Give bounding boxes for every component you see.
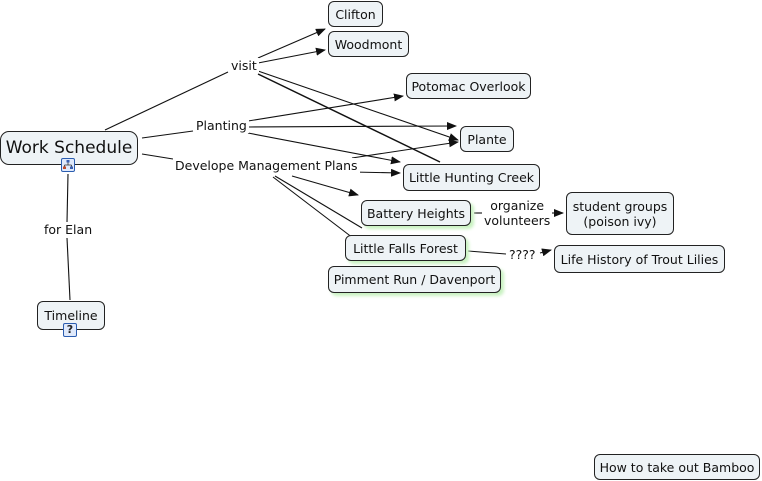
link-develop-little-falls [274,175,363,229]
concept-how-to-take-out-bamboo[interactable]: How to take out Bamboo [594,454,760,480]
concept-woodmont[interactable]: Woodmont [328,31,409,57]
link-develop-little-hunting [351,168,401,177]
concept-battery-heights[interactable]: Battery Heights [361,200,471,226]
linking-phrase-planting[interactable]: Planting [194,118,249,133]
concept-label: Work Schedule [5,137,133,158]
concept-label: Little Falls Forest [353,240,458,256]
concept-label: Plante [467,131,507,147]
link-for-elan-timeline [66,237,71,301]
concept-plante[interactable]: Plante [460,126,514,152]
concept-label: Battery Heights [366,205,466,221]
link-root-visit [104,71,229,131]
link-question-trout [539,248,552,257]
student-groups-line-1: student groups [572,198,668,214]
concept-label: Pimment Run / Davenport [333,272,496,287]
concept-pimment-run-davenport[interactable]: Pimment Run / Davenport [328,266,501,293]
link-develop-battery [291,175,359,197]
document-question-icon[interactable]: ? [63,323,77,337]
link-develop-pimment [272,176,354,239]
concept-life-history-trout-lilies[interactable]: Life History of Trout Lilies [554,245,725,273]
link-develop-plante [351,139,459,159]
link-planting-little-hunting [247,132,401,165]
link-visit-clifton [257,28,326,59]
concept-little-hunting-creek[interactable]: Little Hunting Creek [403,164,540,191]
linking-phrase-question[interactable]: ???? [507,247,538,262]
link-root-for-elan [66,173,69,223]
link-little-falls-question [467,250,507,255]
concept-label: Woodmont [334,36,403,52]
concept-label: Timeline [44,308,98,323]
concept-label: student groups (poison ivy) [573,199,668,229]
link-visit-little-hunting [257,73,441,163]
concept-label: Life History of Trout Lilies [560,251,719,267]
link-visit-plante [257,70,459,141]
linking-phrase-visit[interactable]: visit [229,58,259,73]
link-root-planting [141,130,194,139]
organize-line-1: organize [490,198,545,213]
concept-label: How to take out Bamboo [599,459,755,475]
organize-line-2: volunteers [484,213,551,228]
student-groups-line-2: (poison ivy) [583,213,657,229]
concept-label: Little Hunting Creek [408,170,535,185]
link-visit-woodmont [257,47,326,64]
linking-phrase-for-elan[interactable]: for Elan [42,222,95,237]
concept-label: Potomac Overlook [411,78,526,94]
concept-label: Clifton [335,6,376,22]
concept-little-falls-forest[interactable]: Little Falls Forest [345,235,466,261]
link-planting-plante [247,122,457,131]
concept-student-groups[interactable]: student groups (poison ivy) [566,192,674,235]
linking-phrase-develop[interactable]: Develope Management Plans [173,158,360,173]
concept-clifton[interactable]: Clifton [328,1,383,27]
link-root-develop [141,153,174,160]
concept-map-icon[interactable] [61,158,75,172]
concept-potomac-overlook[interactable]: Potomac Overlook [406,73,531,99]
link-planting-potomac [247,93,404,122]
linking-phrase-organize[interactable]: organize volunteers [482,198,553,228]
